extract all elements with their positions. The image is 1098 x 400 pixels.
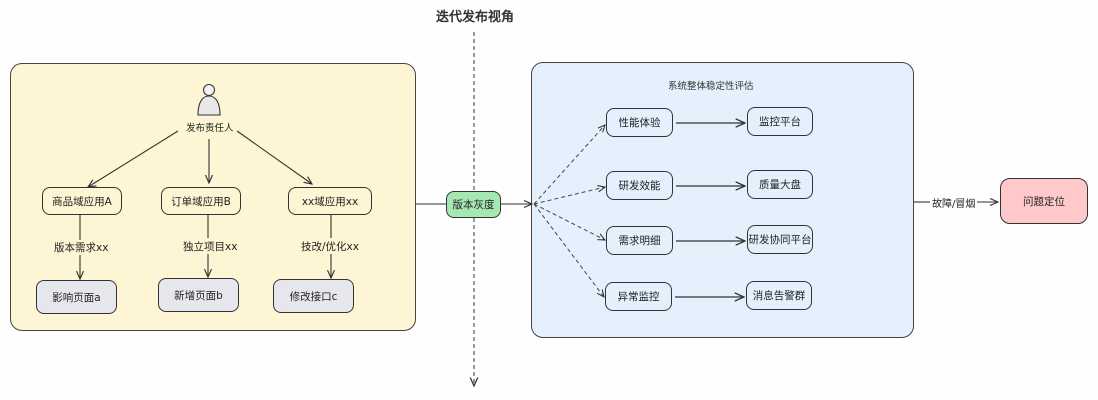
stability-evaluation-group [531,62,914,338]
source-node-exceptions[interactable]: 异常监控 [605,282,672,311]
diagram-title: 迭代发布视角 [435,10,514,25]
edge-label-b: 独立项目xx [181,239,240,254]
source-node-performance[interactable]: 性能体验 [606,108,673,137]
exit-edge-label: 故障/冒烟 [930,195,978,210]
target-node-collab[interactable]: 研发协同平台 [747,225,813,254]
target-node-monitoring[interactable]: 监控平台 [747,107,813,136]
edge-label-a: 版本需求xx [52,240,111,255]
target-node-quality[interactable]: 质量大盘 [747,170,813,199]
app-node-a[interactable]: 商品域应用A [42,187,122,215]
leaf-node-page-a[interactable]: 影响页面a [36,280,117,314]
edge-label-c: 技改/优化xx [299,239,361,254]
leaf-node-api-c[interactable]: 修改接口c [273,279,354,313]
source-node-requirements[interactable]: 需求明细 [606,226,673,255]
owner-label: 发布责任人 [186,123,234,134]
person-icon [197,83,221,116]
leaf-node-page-b[interactable]: 新增页面b [158,278,239,312]
app-node-c[interactable]: xx域应用xx [288,187,372,215]
app-node-b[interactable]: 订单域应用B [161,187,241,215]
source-node-efficiency[interactable]: 研发效能 [606,171,673,200]
problem-location-node[interactable]: 问题定位 [1000,178,1088,224]
gray-release-node[interactable]: 版本灰度 [446,191,501,218]
target-node-alerts[interactable]: 消息告警群 [746,281,812,310]
stability-group-title: 系统整体稳定性评估 [668,81,754,92]
